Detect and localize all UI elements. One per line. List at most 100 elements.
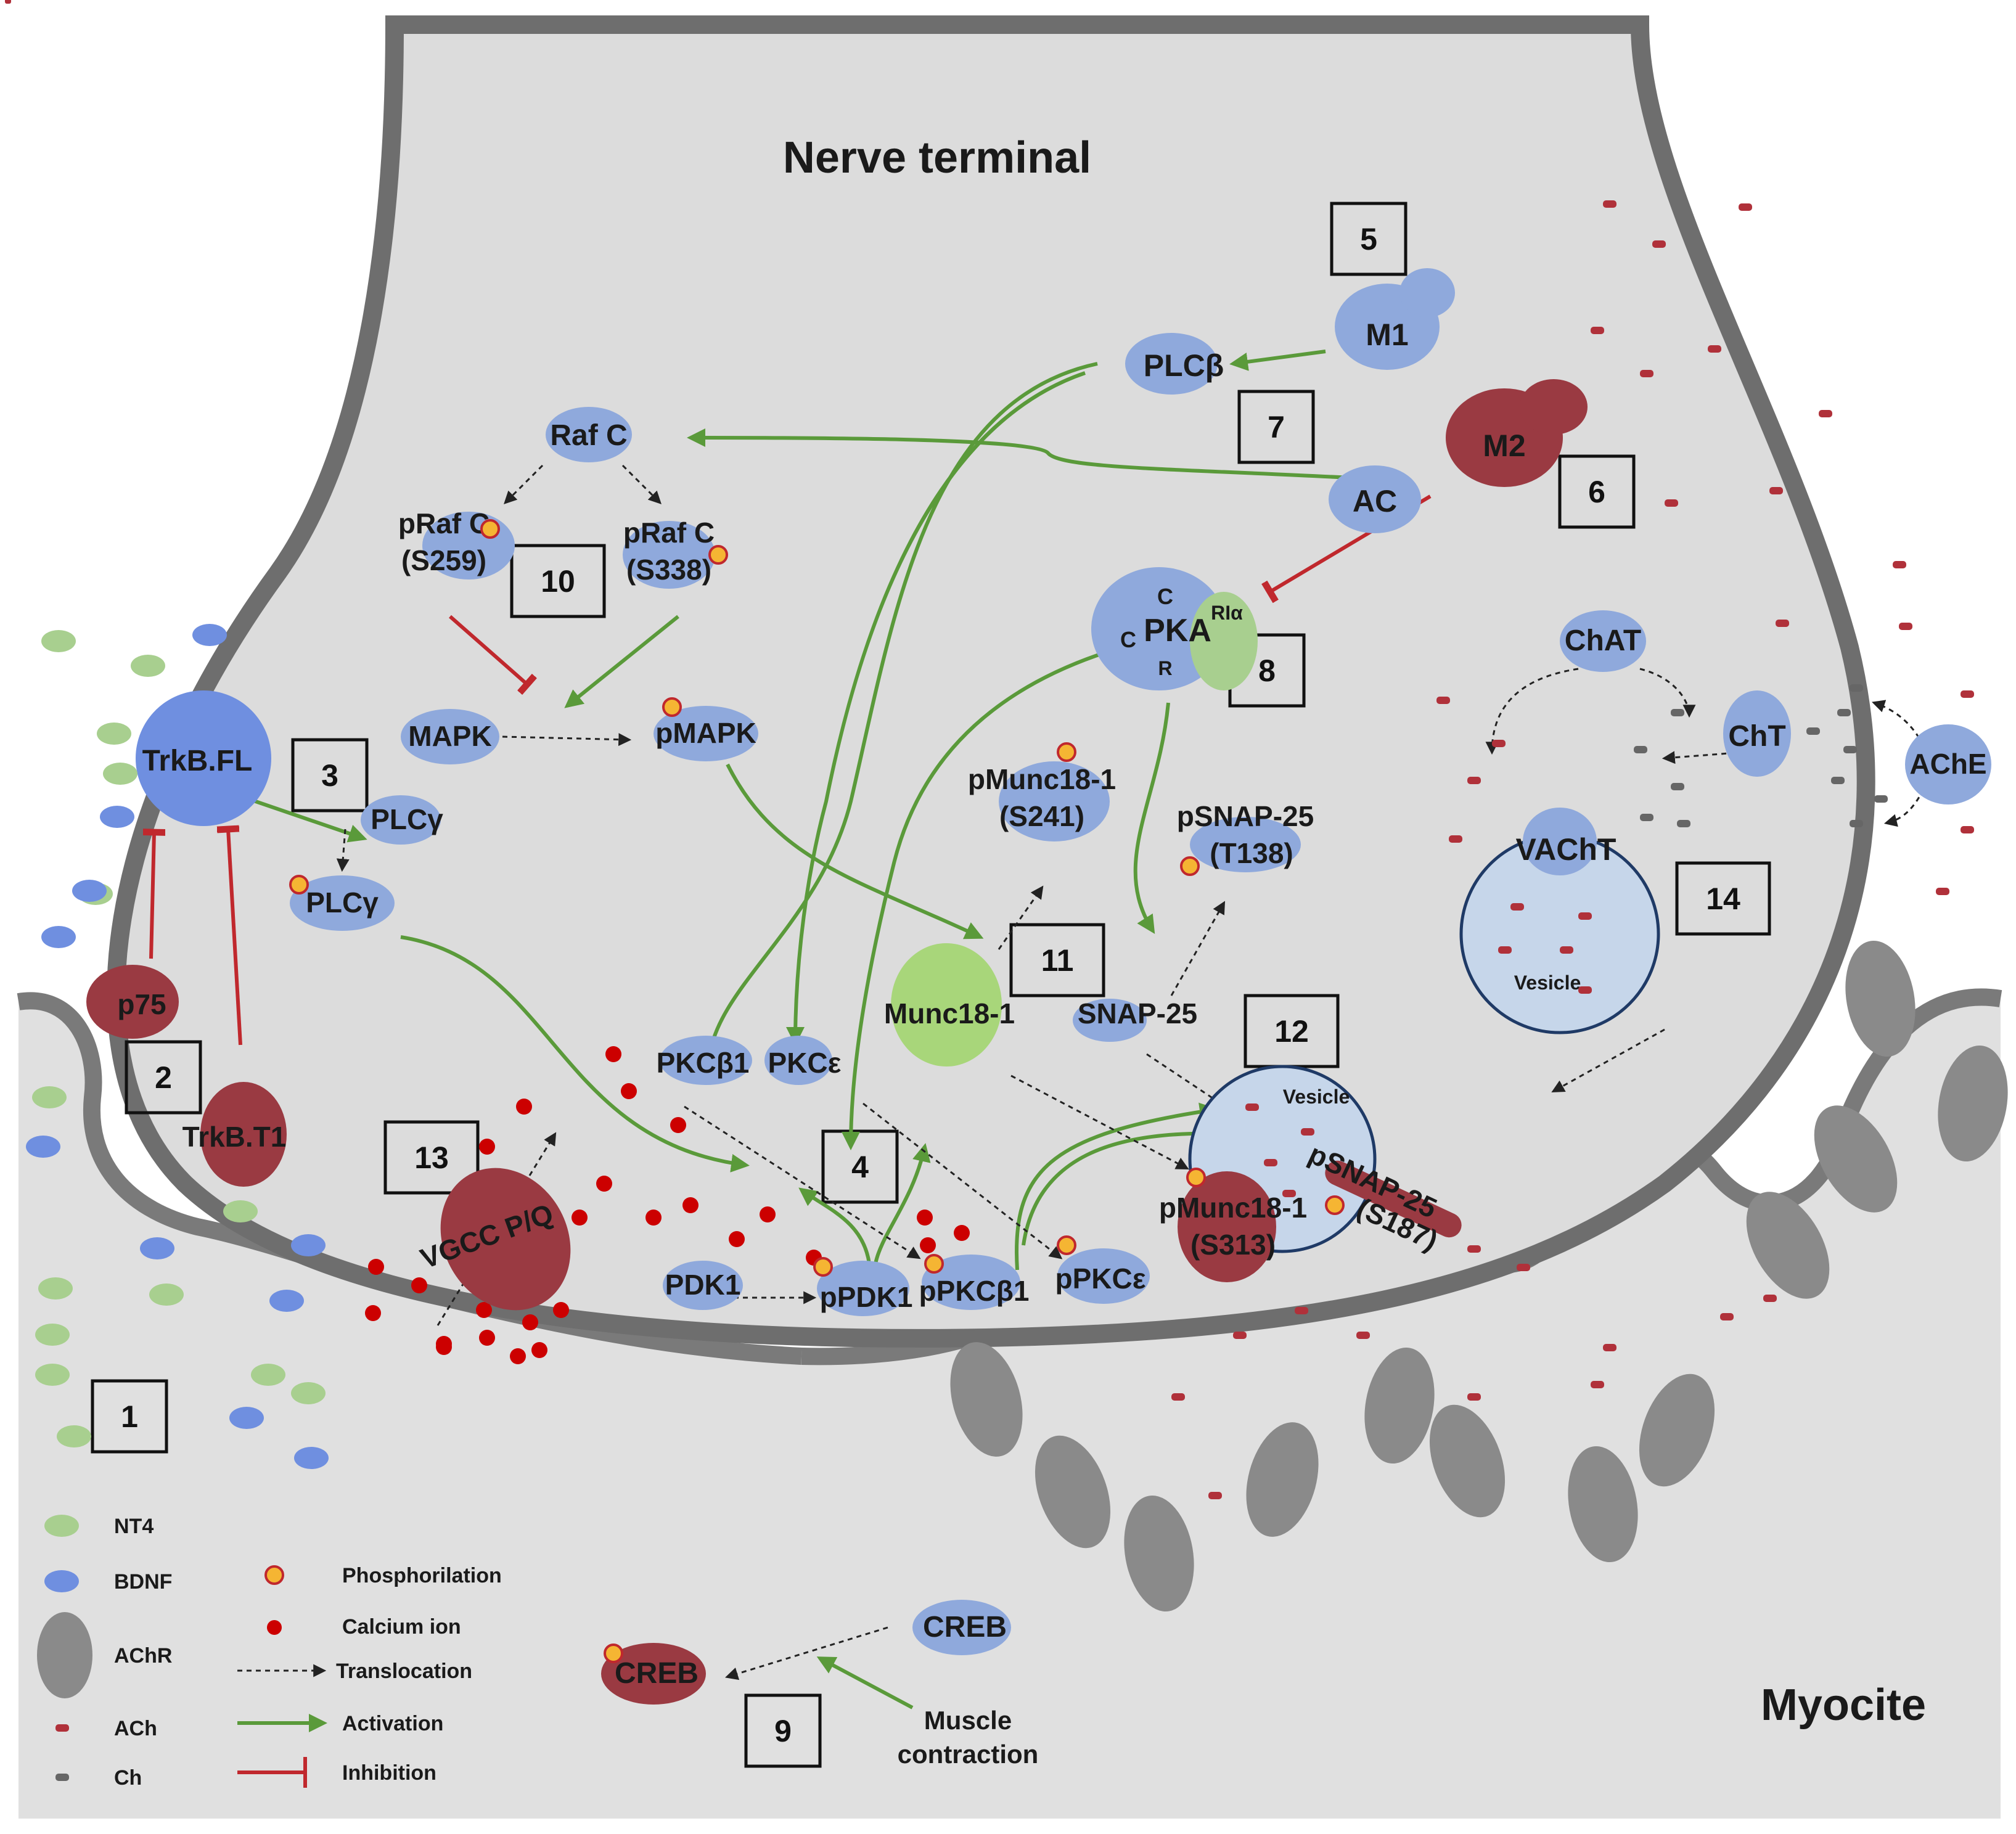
svg-text:M2: M2 (1483, 428, 1525, 463)
svg-text:Muscle: Muscle (924, 1706, 1012, 1735)
svg-text:MAPK: MAPK (408, 720, 491, 752)
svg-text:RIα: RIα (1211, 602, 1243, 624)
svg-text:pMAPK: pMAPK (655, 717, 756, 749)
trkb-t1-receptor: TrkB.T1 (182, 1082, 287, 1187)
pdk1-protein: PDK1 (663, 1261, 743, 1310)
legend-inhibition: Inhibition (342, 1761, 436, 1785)
svg-text:C: C (1157, 584, 1173, 609)
svg-text:pPKCε: pPKCε (1055, 1263, 1145, 1295)
ach-scatter (1171, 200, 1974, 1499)
svg-text:12: 12 (1274, 1014, 1309, 1049)
p75-receptor: p75 (86, 965, 179, 1039)
svg-text:3: 3 (321, 758, 338, 793)
box-14: 14 (1675, 861, 1771, 936)
legend-activation: Activation (342, 1712, 443, 1735)
legend-ch: Ch (114, 1766, 142, 1790)
pmunc18-s313: pMunc18-1 (S313) (1159, 1171, 1307, 1282)
svg-text:PLCβ: PLCβ (1144, 348, 1224, 383)
svg-text:pRaf C: pRaf C (623, 517, 715, 549)
legend-calcium: Calcium ion (342, 1615, 461, 1639)
svg-text:pMunc18-1: pMunc18-1 (968, 763, 1116, 795)
svg-text:pRaf C: pRaf C (398, 507, 490, 539)
svg-text:PKCβ1: PKCβ1 (657, 1047, 750, 1079)
receptor-m1: M1 (1335, 268, 1455, 370)
nerve-terminal (107, 15, 1875, 1348)
muscle-contraction-label: Muscle contraction (898, 1706, 1039, 1769)
box-11: 11 (1009, 923, 1105, 997)
vesicle-upper: VAChT Vesicle (1459, 808, 1660, 1034)
neurotrophins (26, 624, 329, 1469)
myocyte-label: Myocite (1761, 1680, 1926, 1730)
svg-text:2: 2 (155, 1060, 172, 1095)
svg-text:TrkB.FL: TrkB.FL (142, 745, 253, 777)
svg-text:PDK1: PDK1 (665, 1269, 741, 1301)
svg-text:CREB: CREB (615, 1657, 699, 1690)
ppkce-protein: pPKCε (1055, 1248, 1150, 1304)
svg-text:PKA: PKA (1144, 613, 1211, 649)
praf-s259: pRaf C (S259) (398, 507, 515, 579)
svg-text:PLCγ: PLCγ (371, 803, 443, 835)
svg-text:14: 14 (1706, 882, 1740, 916)
ppkcb1-protein: pPKCβ1 (919, 1255, 1030, 1310)
svg-text:ChAT: ChAT (1565, 624, 1641, 657)
svg-text:6: 6 (1588, 475, 1605, 509)
svg-text:13: 13 (414, 1140, 449, 1175)
activation-arrows (246, 350, 1351, 1709)
svg-text:1: 1 (121, 1399, 138, 1434)
legend-achr-icon (37, 1612, 92, 1698)
box-9: 9 (744, 1693, 822, 1768)
svg-text:R: R (1158, 657, 1172, 679)
legend-calcium-icon (267, 1620, 282, 1635)
trkb-fl-receptor: TrkB.FL (136, 690, 271, 826)
svg-text:SNAP-25: SNAP-25 (1078, 997, 1197, 1030)
rafc-protein: Raf C (546, 407, 632, 462)
box-1: 1 (91, 1379, 168, 1454)
svg-text:AC: AC (1353, 484, 1397, 518)
creb-protein: CREB (912, 1600, 1011, 1655)
plcg-protein: PLCγ (361, 795, 443, 845)
ach-molecules (5, 0, 11, 4)
box-3: 3 (291, 738, 369, 813)
legend-nt4: NT4 (114, 1515, 154, 1538)
svg-text:Vesicle: Vesicle (1283, 1086, 1350, 1108)
svg-text:CREB: CREB (923, 1611, 1007, 1644)
svg-text:Munc18-1: Munc18-1 (884, 997, 1015, 1030)
pplcg-protein: PLCγ (290, 875, 395, 931)
pcreb-protein: CREB (601, 1643, 706, 1705)
ppdk1-protein: pPDK1 (817, 1261, 912, 1316)
svg-text:pPKCβ1: pPKCβ1 (919, 1275, 1030, 1307)
svg-text:VAChT: VAChT (1516, 832, 1616, 867)
ache-enzyme: AChE (1905, 724, 1991, 804)
legend-phosphate-icon (264, 1565, 284, 1585)
svg-text:5: 5 (1360, 222, 1377, 256)
svg-text:(S241): (S241) (999, 800, 1084, 832)
box-6: 6 (1558, 454, 1636, 529)
pmunc18-s241: pMunc18-1 (S241) (968, 761, 1116, 841)
svg-text:pPDK1: pPDK1 (820, 1281, 913, 1313)
svg-text:pMunc18-1: pMunc18-1 (1159, 1192, 1307, 1224)
svg-text:ChT: ChT (1728, 720, 1785, 753)
legend-ach-icon (55, 1724, 69, 1732)
legend: NT4 BDNF AChR ACh Ch Phosphorilation Cal… (37, 1515, 502, 1790)
svg-text:7: 7 (1268, 410, 1285, 444)
svg-text:AChE: AChE (1909, 748, 1986, 780)
svg-text:8: 8 (1258, 653, 1276, 688)
svg-text:Vesicle: Vesicle (1514, 972, 1581, 994)
svg-text:pSNAP-25: pSNAP-25 (1177, 800, 1314, 832)
svg-text:TrkB.T1: TrkB.T1 (182, 1121, 287, 1153)
svg-text:(T138): (T138) (1210, 837, 1293, 869)
snap25-protein: SNAP-25 (1073, 997, 1197, 1042)
box-10: 10 (510, 544, 606, 618)
page-title: Nerve terminal (783, 133, 1091, 182)
praf-s338: pRaf C (S338) (623, 517, 715, 589)
legend-ch-icon (55, 1774, 69, 1781)
svg-text:contraction: contraction (898, 1740, 1039, 1769)
mapk-protein: MAPK (401, 709, 499, 764)
phosphate-markers (289, 519, 1345, 1663)
legend-achr: AChR (114, 1644, 172, 1668)
pmapk-protein: pMAPK (654, 706, 758, 761)
cht-transporter: ChT (1723, 690, 1791, 777)
svg-text:p75: p75 (117, 988, 166, 1020)
plcb-protein: PLCβ (1125, 333, 1224, 395)
